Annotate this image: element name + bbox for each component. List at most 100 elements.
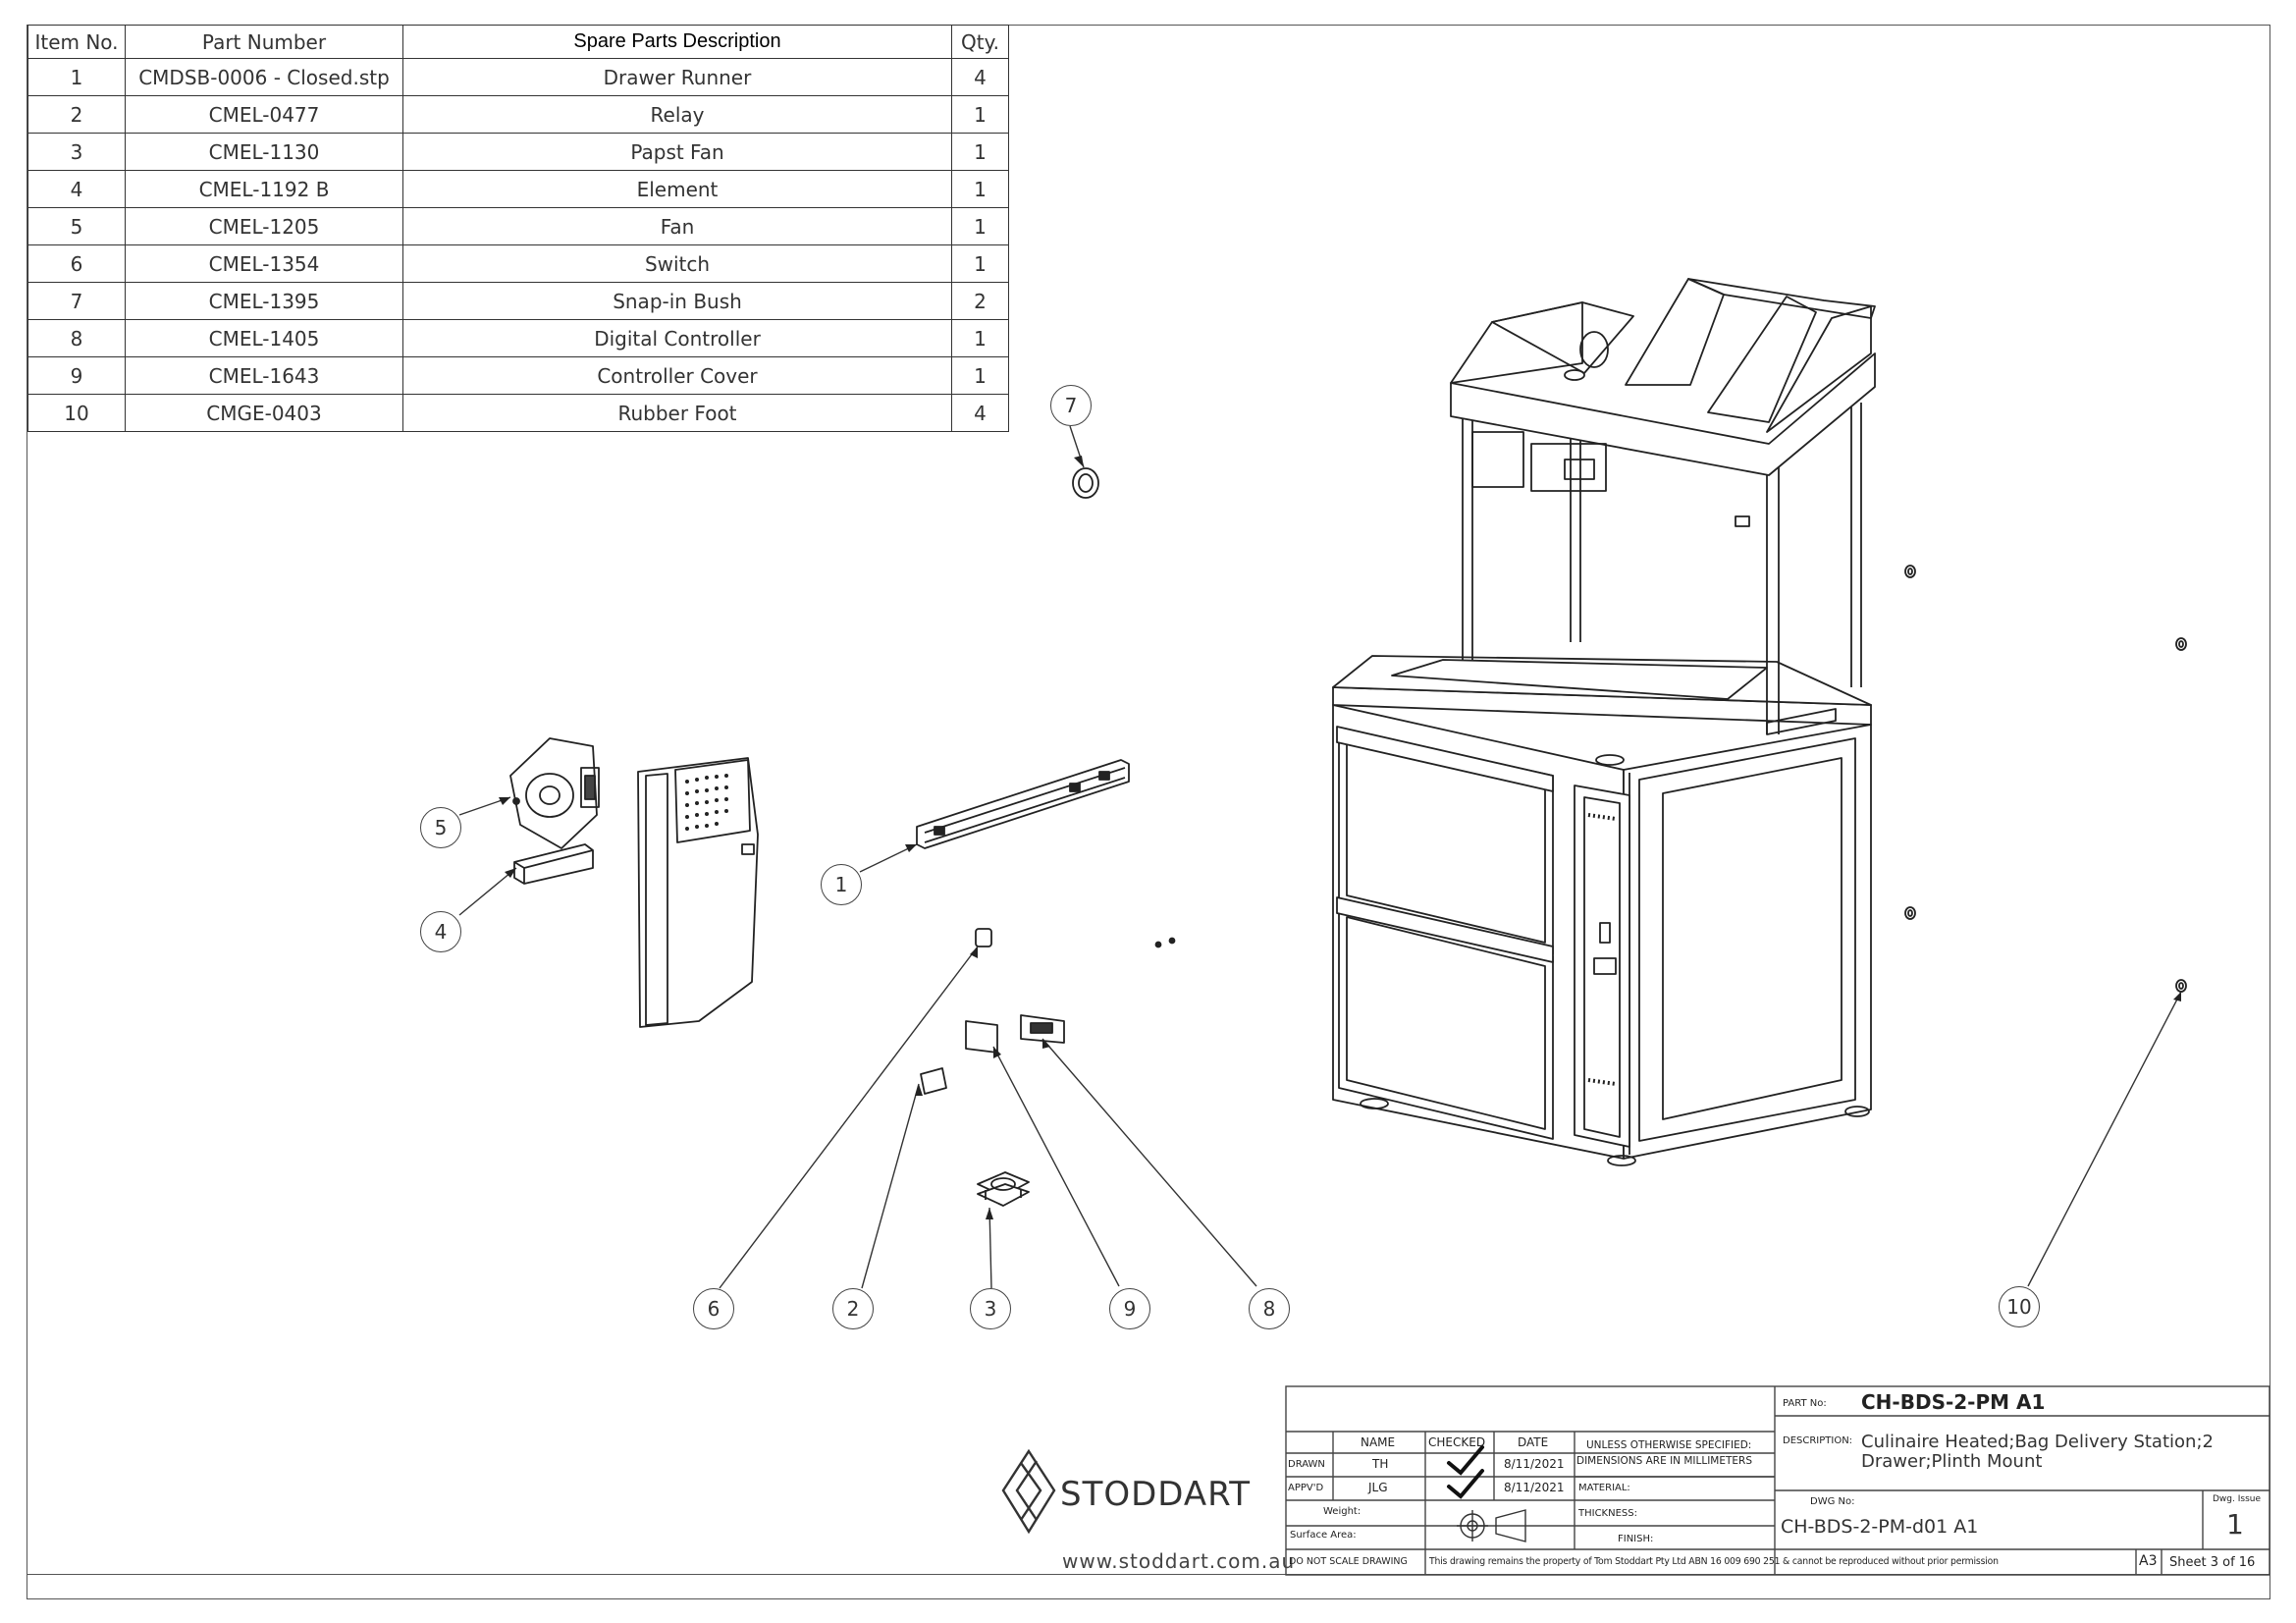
balloon-5: 5 bbox=[420, 807, 461, 848]
brand-url[interactable]: www.stoddart.com.au bbox=[1062, 1549, 1296, 1573]
bom-header-qty: Qty. bbox=[951, 25, 1009, 59]
bom-header-part: Part Number bbox=[125, 25, 403, 59]
part-no-label: PART No: bbox=[1783, 1398, 1827, 1409]
controller-cover-part bbox=[965, 1020, 998, 1054]
checked-marks bbox=[1447, 1445, 1484, 1499]
element-part bbox=[513, 843, 594, 885]
bom-qty: 1 bbox=[951, 95, 1009, 134]
material-label: MATERIAL: bbox=[1578, 1483, 1630, 1493]
bom-item: 4 bbox=[27, 170, 126, 208]
balloon-9: 9 bbox=[1109, 1288, 1150, 1329]
snap-in-bush-part bbox=[1072, 467, 1099, 499]
weight-label: Weight: bbox=[1323, 1506, 1362, 1517]
bom-qty: 4 bbox=[951, 394, 1009, 432]
bom-desc: Papst Fan bbox=[402, 133, 952, 171]
do-not-scale-note: DO NOT SCALE DRAWING bbox=[1289, 1556, 1408, 1567]
fan-part bbox=[509, 737, 600, 849]
bom-desc: Rubber Foot bbox=[402, 394, 952, 432]
bom-desc: Snap-in Bush bbox=[402, 282, 952, 320]
drawn-label: DRAWN bbox=[1288, 1459, 1325, 1470]
sheet-border bbox=[27, 25, 2270, 1599]
bom-desc: Controller Cover bbox=[402, 356, 952, 395]
bom-desc: Drawer Runner bbox=[402, 58, 952, 96]
bom-desc: Relay bbox=[402, 95, 952, 134]
balloon-2: 2 bbox=[832, 1288, 874, 1329]
appvd-date: 8/11/2021 bbox=[1504, 1481, 1565, 1494]
bom-qty: 1 bbox=[951, 319, 1009, 357]
description-line-1: Culinaire Heated;Bag Delivery Station;2 bbox=[1861, 1432, 2214, 1452]
thickness-label: THICKNESS: bbox=[1578, 1508, 1637, 1519]
bom-item: 10 bbox=[27, 394, 126, 432]
description-label: DESCRIPTION: bbox=[1783, 1435, 1853, 1446]
balloon-8: 8 bbox=[1249, 1288, 1290, 1329]
bom-part: CMEL-1395 bbox=[125, 282, 403, 320]
dwg-no-label: DWG No: bbox=[1810, 1496, 1855, 1507]
bom-header-item: Item No. bbox=[27, 25, 126, 59]
unless-specified-line-2: DIMENSIONS ARE IN MILLIMETERS bbox=[1576, 1455, 1753, 1467]
bom-qty: 4 bbox=[951, 58, 1009, 96]
bom-qty: 1 bbox=[951, 170, 1009, 208]
unless-specified-line-1: UNLESS OTHERWISE SPECIFIED: bbox=[1586, 1439, 1752, 1451]
bom-part: CMDSB-0006 - Closed.stp bbox=[125, 58, 403, 96]
col-checked-header: CHECKED bbox=[1428, 1435, 1486, 1449]
dwg-no-value: CH-BDS-2-PM-d01 A1 bbox=[1781, 1516, 1979, 1538]
drawer-runner-part bbox=[916, 759, 1130, 849]
property-notice: This drawing remains the property of Tom… bbox=[1429, 1556, 1999, 1567]
finish-label: FINISH: bbox=[1618, 1534, 1654, 1544]
balloon-6: 6 bbox=[693, 1288, 734, 1329]
balloon-4: 4 bbox=[420, 911, 461, 952]
projection-symbol-icon bbox=[1457, 1509, 1526, 1542]
bom-desc: Digital Controller bbox=[402, 319, 952, 357]
balloon-1: 1 bbox=[821, 864, 862, 905]
bom-header-description: Spare Parts Description bbox=[402, 25, 952, 59]
bom-item: 2 bbox=[27, 95, 126, 134]
sheet-size: A3 bbox=[2139, 1553, 2158, 1569]
bom-part: CMEL-0477 bbox=[125, 95, 403, 134]
balloon-3: 3 bbox=[970, 1288, 1011, 1329]
col-date-header: DATE bbox=[1518, 1435, 1549, 1449]
part-no-value: CH-BDS-2-PM A1 bbox=[1861, 1390, 2046, 1414]
col-name-header: NAME bbox=[1361, 1435, 1396, 1449]
bom-desc: Fan bbox=[402, 207, 952, 245]
drawn-name: TH bbox=[1372, 1457, 1389, 1471]
bom-part: CMEL-1205 bbox=[125, 207, 403, 245]
bom-part: CMEL-1354 bbox=[125, 244, 403, 283]
brand-name: STODDART bbox=[1060, 1475, 1252, 1514]
rubber-foot-parts bbox=[1904, 565, 2187, 993]
bom-qty: 2 bbox=[951, 282, 1009, 320]
stoddart-logo-icon bbox=[1001, 1448, 1056, 1535]
papst-fan-part bbox=[977, 1171, 1030, 1207]
bom-part: CMEL-1130 bbox=[125, 133, 403, 171]
relay-part bbox=[920, 1067, 947, 1095]
bom-part: CMGE-0403 bbox=[125, 394, 403, 432]
bom-item: 6 bbox=[27, 244, 126, 283]
bag-delivery-station-unit bbox=[1332, 278, 1876, 1166]
appvd-name: JLG bbox=[1368, 1481, 1388, 1494]
appvd-label: APPV'D bbox=[1288, 1483, 1324, 1493]
bom-header-row: Item No. Part Number Spare Parts Descrip… bbox=[27, 25, 1009, 59]
surface-area-label: Surface Area: bbox=[1290, 1530, 1357, 1541]
bom-desc: Switch bbox=[402, 244, 952, 283]
dwg-issue-label: Dwg. Issue bbox=[2213, 1494, 2261, 1504]
bill-of-materials-table: Item No. Part Number Spare Parts Descrip… bbox=[27, 25, 1009, 432]
bom-qty: 1 bbox=[951, 207, 1009, 245]
balloon-10: 10 bbox=[1999, 1286, 2040, 1327]
description-line-2: Drawer;Plinth Mount bbox=[1861, 1451, 2043, 1472]
drawn-date: 8/11/2021 bbox=[1504, 1457, 1565, 1471]
element-housing-panel bbox=[637, 757, 759, 1028]
title-block-frame bbox=[1285, 1385, 2270, 1576]
bom-desc: Element bbox=[402, 170, 952, 208]
bom-item: 9 bbox=[27, 356, 126, 395]
bom-item: 5 bbox=[27, 207, 126, 245]
switch-part bbox=[975, 928, 992, 947]
